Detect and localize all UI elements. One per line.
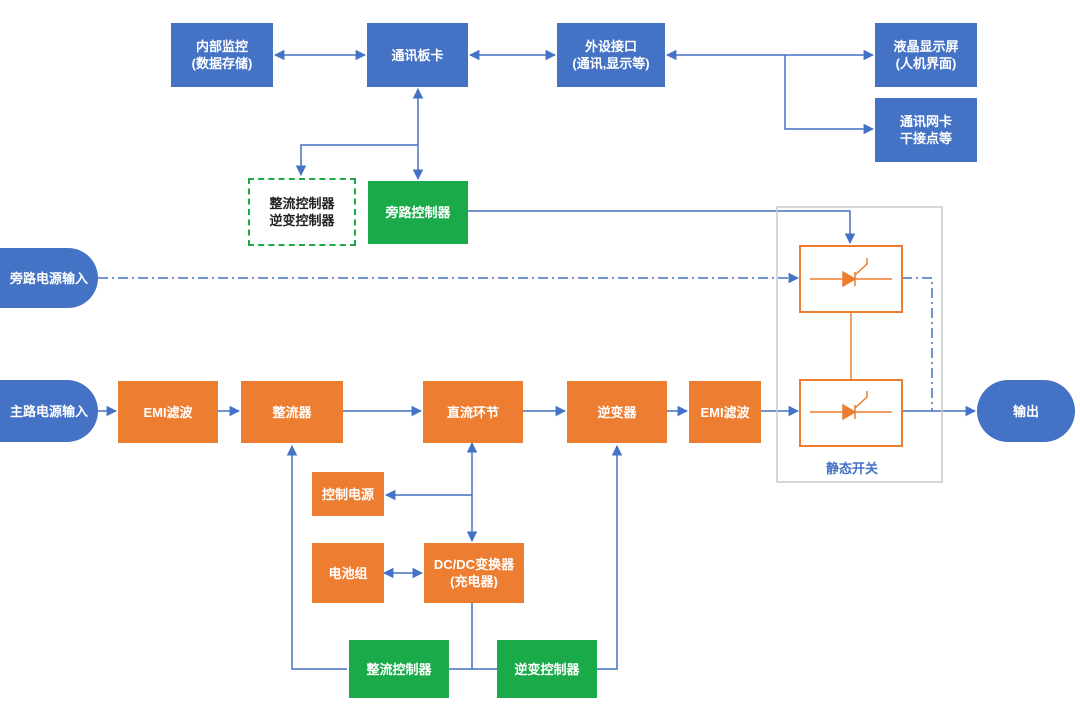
emi-filter-out-label: EMI滤波 bbox=[700, 404, 750, 420]
rectifier-controller-label: 整流控制器 bbox=[366, 661, 432, 677]
link-comm-dashedctrl bbox=[295, 144, 418, 177]
bypass-input-pill: 旁路电源输入 bbox=[0, 248, 98, 308]
comm-network-card-box: 通讯网卡 干接点等 bbox=[875, 98, 977, 162]
output-pill: 输出 bbox=[977, 380, 1075, 442]
rectifier-controller-box: 整流控制器 bbox=[349, 640, 449, 698]
lcd-screen-box: 液晶显示屏 (人机界面) bbox=[875, 23, 977, 87]
inverter-box: 逆变器 bbox=[567, 381, 667, 443]
bypass-out-line bbox=[902, 277, 933, 411]
link-bypassctrl-switch bbox=[468, 210, 856, 245]
bypass-controller-label: 旁路控制器 bbox=[385, 205, 451, 220]
comm-network-card-line1: 通讯网卡 bbox=[899, 114, 952, 129]
battery-pack-label: 电池组 bbox=[328, 565, 368, 581]
link-rectctrl-rect bbox=[286, 444, 347, 670]
main-input-pill: 主路电源输入 bbox=[0, 380, 98, 442]
static-switch-label: 静态开关 bbox=[826, 461, 879, 476]
comm-network-card-line2: 干接点等 bbox=[899, 131, 952, 146]
peripheral-interface-box: 外设接口 (通讯,显示等) bbox=[557, 23, 665, 87]
link-ctrl-dcdc bbox=[449, 603, 473, 670]
control-power-label: 控制电源 bbox=[321, 486, 374, 502]
lcd-screen-line1: 液晶显示屏 bbox=[893, 39, 959, 54]
peripheral-interface-line2: (通讯,显示等) bbox=[572, 56, 650, 71]
lower-thyristor-icon bbox=[810, 391, 892, 421]
main-input-label: 主路电源输入 bbox=[9, 403, 88, 419]
inverter-controller-box: 逆变控制器 bbox=[497, 640, 597, 698]
link-peripheral-netcard bbox=[784, 55, 875, 135]
emi-filter-in-label: EMI滤波 bbox=[143, 404, 193, 420]
output-label: 输出 bbox=[1012, 403, 1039, 419]
emi-filter-in-box: EMI滤波 bbox=[118, 381, 218, 443]
lcd-screen-line2: (人机界面) bbox=[895, 56, 957, 71]
rectifier-inverter-controller-box: 整流控制器 逆变控制器 bbox=[248, 178, 356, 246]
peripheral-interface-line1: 外设接口 bbox=[584, 39, 637, 54]
internal-monitor-box: 内部监控 (数据存储) bbox=[171, 23, 273, 87]
dc-link-box: 直流环节 bbox=[423, 381, 523, 443]
comm-board-box: 通讯板卡 bbox=[367, 23, 468, 87]
inverter-controller-label: 逆变控制器 bbox=[514, 661, 580, 677]
rectifier-box: 整流器 bbox=[241, 381, 343, 443]
rectifier-inverter-controller-line2: 逆变控制器 bbox=[269, 213, 335, 228]
comm-board-label: 通讯板卡 bbox=[391, 47, 444, 63]
rectifier-inverter-controller-line1: 整流控制器 bbox=[269, 196, 335, 211]
battery-pack-box: 电池组 bbox=[312, 543, 384, 603]
static-switch-frame bbox=[776, 206, 943, 483]
rectifier-label: 整流器 bbox=[272, 404, 312, 420]
bypass-input-label: 旁路电源输入 bbox=[9, 270, 88, 286]
upper-thyristor-icon bbox=[810, 258, 892, 288]
dcdc-converter-box: DC/DC变换器 (充电器) bbox=[424, 543, 524, 603]
link-invctrl-inv bbox=[597, 444, 623, 670]
control-power-box: 控制电源 bbox=[312, 472, 384, 516]
inverter-label: 逆变器 bbox=[597, 404, 637, 420]
dcdc-converter-line2: (充电器) bbox=[450, 574, 498, 589]
emi-filter-out-box: EMI滤波 bbox=[689, 381, 761, 443]
internal-monitor-line2: (数据存储) bbox=[191, 56, 253, 71]
dc-link-label: 直流环节 bbox=[446, 404, 499, 420]
bypass-controller-box: 旁路控制器 bbox=[368, 181, 468, 244]
internal-monitor-line1: 内部监控 bbox=[195, 39, 248, 54]
dcdc-converter-line1: DC/DC变换器 bbox=[433, 557, 515, 572]
